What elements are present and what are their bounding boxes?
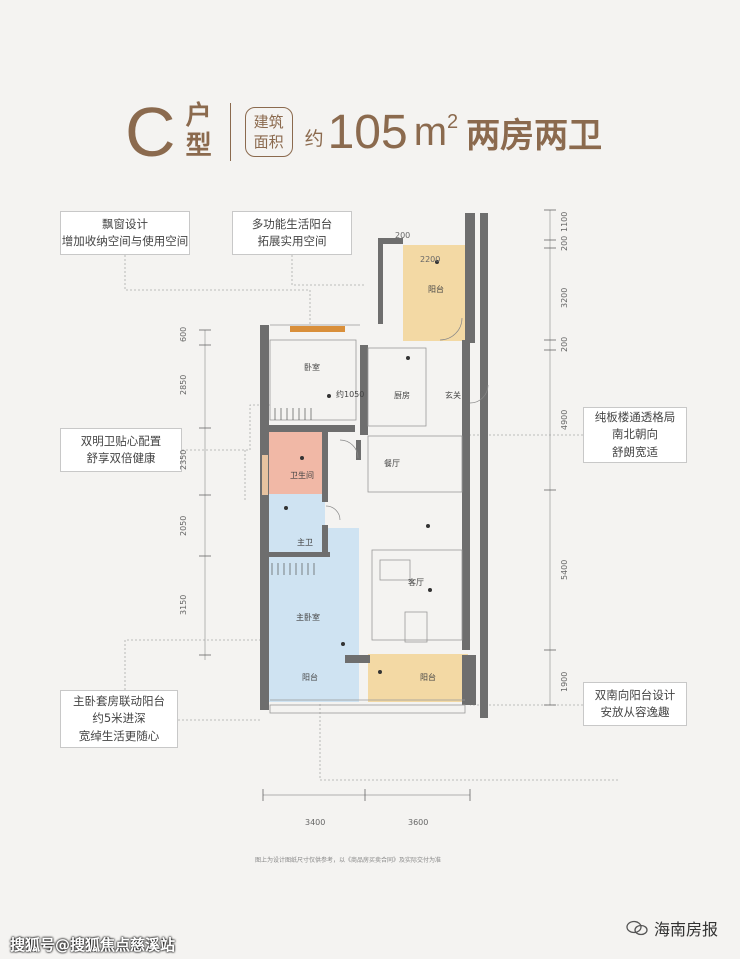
dim-right-200a: 200	[560, 236, 569, 251]
label-dining: 餐厅	[384, 459, 400, 468]
dimension-lines	[204, 210, 551, 796]
leader-lines	[124, 255, 620, 781]
outlines	[269, 324, 466, 714]
doors	[325, 317, 489, 521]
room-balcony-right	[368, 654, 468, 702]
area-unit: m2	[413, 109, 459, 154]
dim-top-2200: 2200	[420, 255, 440, 264]
dim-right-4900: 4900	[560, 410, 569, 430]
room-balcony-top	[403, 245, 465, 341]
callout-south-balcony: 双南向阳台设计安放从容逸趣	[583, 682, 687, 726]
dim-left-600: 600	[179, 327, 188, 342]
label-bedroom: 卧室	[304, 362, 320, 372]
wardrobe	[271, 408, 315, 575]
dim-right-200b: 200	[560, 337, 569, 352]
label-kitchen: 厨房	[394, 390, 410, 400]
dim-right-5400: 5400	[560, 560, 569, 580]
dim-top-200: 200	[395, 231, 410, 240]
callout-bathrooms: 双明卫贴心配置舒享双倍健康	[60, 428, 182, 472]
callout-balcony: 多功能生活阳台拓展实用空间	[232, 211, 352, 255]
label-master-bedroom: 主卧室	[296, 612, 320, 622]
dimension-ticks	[199, 209, 556, 801]
plan-header: C 户 型 建筑 面积 约 105 m2 两房两卫	[125, 92, 602, 172]
window-left	[262, 455, 268, 495]
label-balcony-right: 阳台	[420, 672, 436, 682]
type-line-2: 型	[185, 131, 212, 161]
label-balcony-top: 阳台	[428, 284, 444, 294]
watermark-left: 搜狐号@搜狐焦点慈溪站	[10, 936, 176, 954]
unit-description: 两房两卫	[466, 115, 603, 156]
unit-type-label: 户 型	[185, 101, 212, 162]
callout-bay-window: 飘窗设计增加收纳空间与使用空间	[60, 211, 190, 255]
dim-left-2050: 2050	[179, 516, 188, 536]
dim-left-3150: 3150	[179, 595, 188, 615]
label-master-bath: 主卫	[297, 537, 313, 547]
header-divider	[229, 103, 231, 161]
dim-left-2350: 2350	[179, 450, 188, 470]
callout-layout: 纯板楼通透格局南北朝向舒朗宽适	[583, 407, 687, 463]
dim-right-1900: 1900	[560, 672, 569, 692]
unit-type-letter: C	[125, 93, 176, 171]
area-value: 105	[327, 105, 408, 159]
dim-bottom-3400: 3400	[305, 818, 325, 827]
approx-label: 约	[304, 127, 324, 150]
dim-right-1100: 1100	[560, 212, 569, 232]
badge-line-1: 建筑	[253, 112, 284, 131]
dim-bottom-3600: 3600	[408, 818, 428, 827]
badge-line-2: 面积	[253, 133, 284, 151]
watermark-right-text: 海南房报	[653, 920, 718, 939]
room-master-balcony	[269, 654, 359, 702]
label-living: 客厅	[408, 577, 424, 587]
dim-right-3200: 3200	[560, 288, 569, 308]
room-dots	[284, 260, 439, 674]
wechat-icon	[626, 920, 648, 936]
callout-master: 主卧套房联动阳台约5米进深宽绰生活更随心	[60, 690, 178, 748]
dim-left-2850: 2850	[179, 375, 188, 395]
type-line-1: 户	[185, 101, 212, 132]
room-master-bedroom	[269, 528, 359, 654]
room-bathroom	[269, 432, 325, 494]
label-entrance: 玄关	[445, 390, 461, 400]
disclaimer-note: 图上为设计图纸尺寸仅供参考，以《商品房买卖合同》及实际交付为准	[255, 857, 442, 864]
area-badge: 建筑 面积	[244, 106, 293, 158]
label-bathroom: 卫生间	[290, 470, 314, 480]
watermark-right: 海南房报	[626, 916, 718, 940]
label-balcony-left: 阳台	[302, 672, 318, 682]
bay-window	[290, 326, 345, 332]
label-approx-1050: 约1050	[336, 389, 364, 399]
